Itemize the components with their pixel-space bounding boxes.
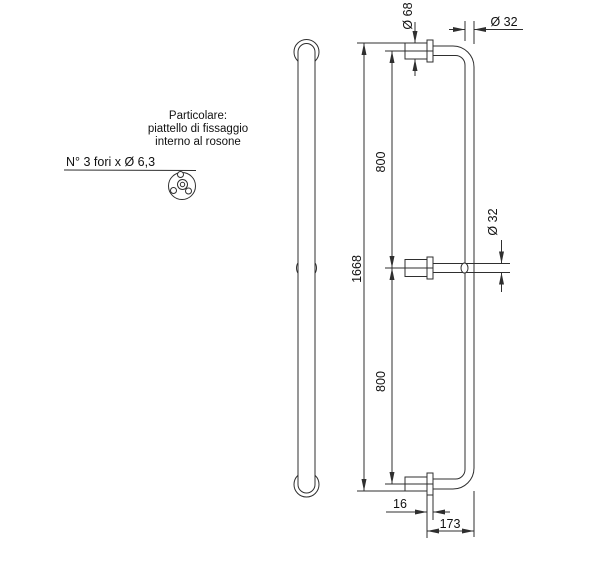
dim-tube-diameter-mid-label: Ø 32 [486,208,500,235]
note-line-2: piattello di fissaggio [148,123,248,135]
handrail-outline-outer [433,45,475,490]
detail-label: N° 3 fori x Ø 6,3 [66,155,155,169]
note-line-1: Particolare: [169,110,227,122]
dim-wall-clearance-label: 173 [440,517,461,531]
detail-center-hole-outer [177,179,188,190]
dimension-tube-diameter-mid: Ø 32 [486,208,504,292]
handrail-outline-inner [433,55,466,480]
dimension-wall-clearance: 173 [427,517,474,534]
dimension-plate-thickness: 16 [386,497,450,515]
middle-support-arm [433,262,510,274]
fixing-plate-detail: N° 3 fori x Ø 6,3 [63,155,197,200]
detail-hole-lower-right [185,187,192,195]
dimension-overall-length: 1668 [350,43,367,491]
note-line-3: interno al rosone [155,136,241,148]
dim-overall-length-label: 1668 [350,255,364,283]
dim-tube-diameter-top-label: Ø 32 [490,15,517,29]
handrail-bar-front [297,43,316,494]
dim-span-upper-label: 800 [374,152,388,173]
dimension-span-lower: 800 [374,268,395,484]
arm-joint-cap [460,262,469,274]
dimension-tube-diameter-top: Ø 32 [449,15,523,44]
annotation-note: Particolare: piattello di fissaggio inte… [148,110,248,148]
dim-span-lower-label: 800 [374,371,388,392]
detail-hole-top [177,171,184,178]
detail-hole-lower-left [170,187,177,194]
detail-leader-line [63,169,197,171]
detail-center-hole-inner [179,181,186,188]
dim-rosette-diameter-label: Ø 68 [401,2,415,29]
dim-plate-thickness-label: 16 [393,497,407,511]
dimension-span-upper: 800 [374,51,395,268]
dimension-rosette-diameter: Ø 68 [401,2,418,76]
front-view [293,39,320,498]
side-view: 1668 800 800 Ø 68 [350,2,523,538]
